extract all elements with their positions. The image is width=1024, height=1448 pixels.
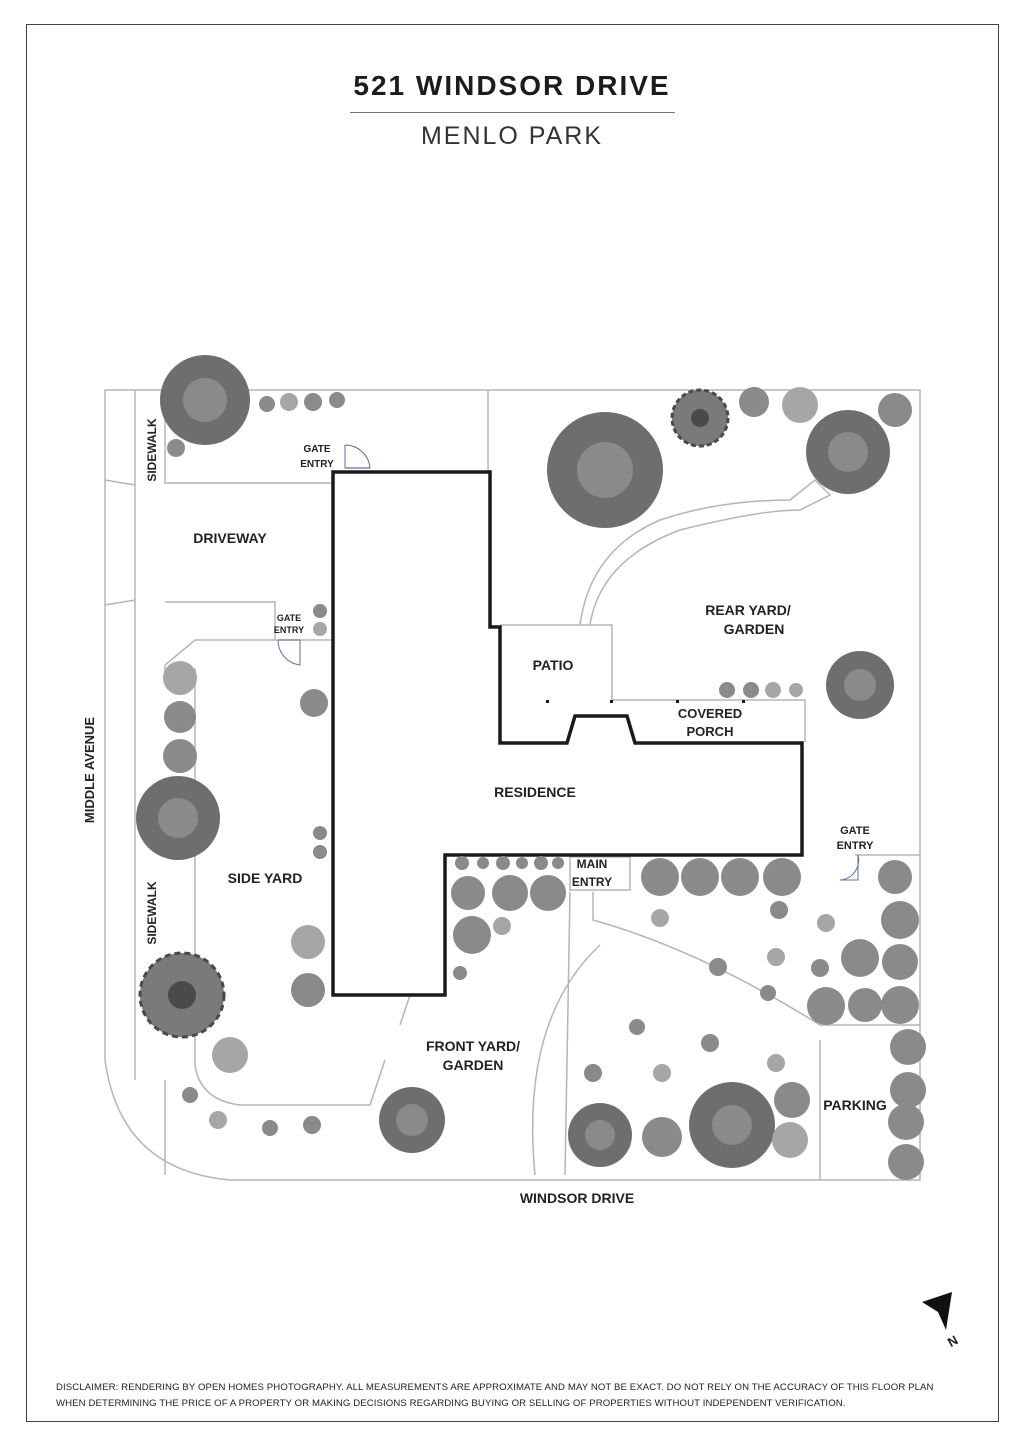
label-covered-porch-line1: COVERED bbox=[678, 706, 742, 721]
property-city: MENLO PARK bbox=[420, 122, 604, 150]
shrubs bbox=[163, 387, 926, 1180]
label-gate-entry-1-line2: ENTRY bbox=[300, 459, 334, 470]
label-front-yard-line2: GARDEN bbox=[443, 1057, 504, 1073]
tree-large-5 bbox=[136, 776, 220, 860]
label-middle-avenue: MIDDLE AVENUE bbox=[82, 717, 97, 824]
tree-spiky-2 bbox=[670, 388, 730, 448]
patio-post-markers bbox=[546, 700, 745, 703]
label-parking: PARKING bbox=[823, 1097, 887, 1113]
north-label: N bbox=[945, 1332, 961, 1350]
tree-spiky-1 bbox=[138, 951, 226, 1039]
label-windsor-drive: WINDSOR DRIVE bbox=[520, 1190, 634, 1206]
tree-large-2 bbox=[547, 412, 663, 528]
label-sidewalk-left: SIDEWALK bbox=[145, 881, 159, 945]
label-rear-yard-line1: REAR YARD/ bbox=[705, 602, 791, 618]
disclaimer-line-1: DISCLAIMER: RENDERING BY OPEN HOMES PHOT… bbox=[56, 1382, 934, 1393]
property-address: 521 WINDSOR DRIVE bbox=[353, 70, 671, 101]
area-labels: SIDEWALK SIDEWALK MIDDLE AVENUE GATE ENT… bbox=[82, 418, 887, 1206]
label-patio: PATIO bbox=[533, 657, 574, 673]
title-divider bbox=[350, 112, 675, 113]
residence-outline bbox=[331, 470, 804, 997]
north-arrow-icon: N bbox=[922, 1292, 961, 1350]
label-gate-entry-2-line2: ENTRY bbox=[274, 625, 304, 635]
label-covered-porch-line2: PORCH bbox=[687, 724, 734, 739]
label-front-yard-line1: FRONT YARD/ bbox=[426, 1038, 520, 1054]
label-sidewalk-top: SIDEWALK bbox=[145, 418, 159, 482]
tree-large-8 bbox=[568, 1103, 632, 1167]
lot-boundary bbox=[104, 389, 921, 1181]
tree-large-1 bbox=[160, 355, 250, 445]
tree-large-7 bbox=[689, 1082, 775, 1168]
landscaping bbox=[136, 355, 926, 1180]
page-frame bbox=[26, 24, 999, 1422]
label-residence: RESIDENCE bbox=[494, 784, 576, 800]
tree-large-3 bbox=[806, 410, 890, 494]
label-driveway: DRIVEWAY bbox=[193, 530, 267, 546]
label-gate-entry-1-line1: GATE bbox=[303, 444, 330, 455]
label-main-entry-line2: ENTRY bbox=[572, 875, 612, 889]
label-side-yard: SIDE YARD bbox=[228, 870, 303, 886]
disclaimer: DISCLAIMER: RENDERING BY OPEN HOMES PHOT… bbox=[56, 1380, 986, 1412]
label-gate-entry-3-line1: GATE bbox=[840, 825, 870, 837]
label-main-entry-line1: MAIN bbox=[577, 857, 608, 871]
tree-large-4 bbox=[826, 651, 894, 719]
label-gate-entry-3-line2: ENTRY bbox=[837, 840, 875, 852]
label-rear-yard-line2: GARDEN bbox=[724, 621, 785, 637]
label-gate-entry-2-line1: GATE bbox=[277, 613, 301, 623]
door-swings bbox=[277, 444, 860, 881]
disclaimer-line-2: WHEN DETERMINING THE PRICE OF A PROPERTY… bbox=[56, 1398, 846, 1409]
tree-large-6 bbox=[379, 1087, 445, 1153]
